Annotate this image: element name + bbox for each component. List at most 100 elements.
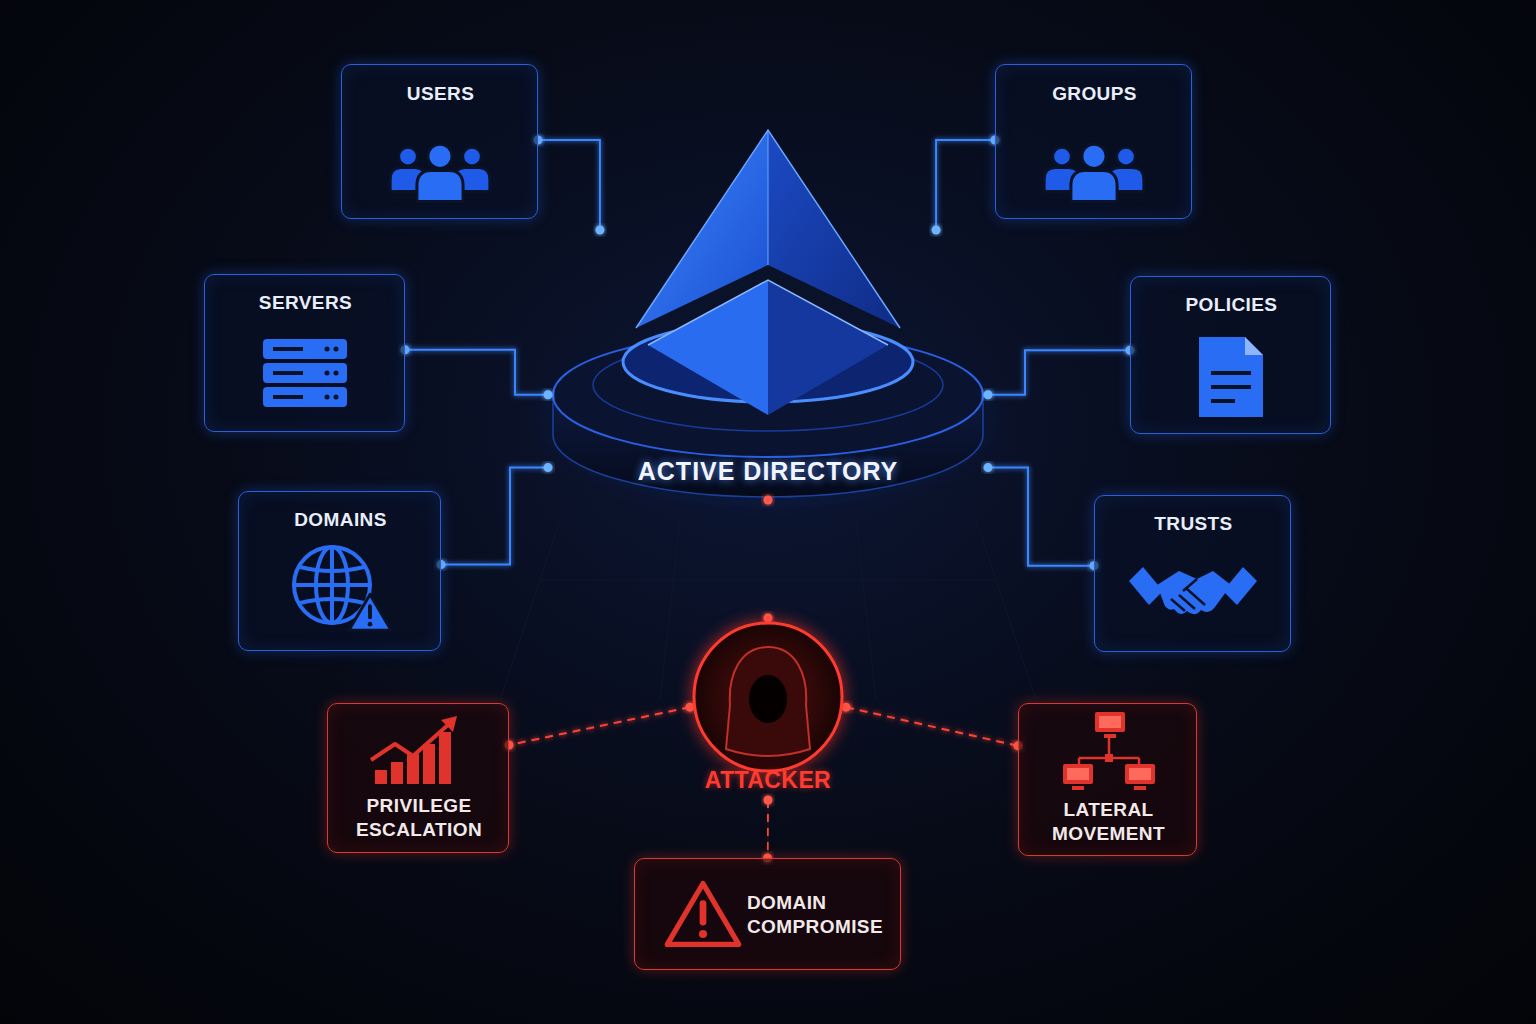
- monitor-icon: [1063, 764, 1093, 784]
- chart-icon: [371, 716, 457, 784]
- trend-arrowhead: [441, 716, 457, 732]
- connector-dot: [764, 496, 773, 505]
- dashed-connector: [509, 707, 690, 745]
- server-led: [334, 371, 339, 376]
- hooded-figure: [718, 647, 818, 777]
- connector-line: [936, 140, 995, 230]
- node-label: DOMAINS: [247, 508, 434, 532]
- pyramid-edge: [636, 130, 900, 328]
- dashed-connector: [846, 707, 1018, 746]
- pyramid-edge: [648, 280, 888, 345]
- directory-link: [401, 345, 553, 399]
- users-icon: [390, 144, 490, 201]
- hands-icon: [1129, 567, 1257, 614]
- warning-triangle: [667, 884, 738, 945]
- node-label: POLICIES: [1139, 293, 1324, 317]
- warn-icon: [667, 884, 738, 945]
- net-icon: [1063, 712, 1155, 790]
- person-icon-head: [428, 144, 452, 168]
- node-label: ATTACKER: [698, 768, 838, 792]
- directory-link: [534, 135, 605, 234]
- chart-bar: [407, 754, 419, 784]
- figure-face: [749, 675, 787, 723]
- directory-link: [984, 463, 1099, 570]
- node-label: SERVERS: [213, 291, 398, 315]
- pyramid-face: [768, 280, 888, 415]
- server-led: [334, 395, 339, 400]
- connector-dot: [544, 463, 553, 472]
- node-label: USERS: [350, 82, 531, 106]
- policy-icon: [1199, 337, 1263, 417]
- connector-dot: [764, 614, 773, 623]
- directory-object-box: SERVERS: [204, 274, 405, 432]
- connector-line: [988, 350, 1130, 394]
- monitor-icon: [1095, 712, 1125, 732]
- server-slot: [273, 395, 303, 399]
- node-label: DOMAIN COMPROMISE: [747, 891, 887, 939]
- document-line: [1211, 371, 1251, 375]
- attack-path: [764, 496, 773, 623]
- connector-dot: [544, 390, 553, 399]
- connector-dot: [595, 226, 604, 235]
- directory-object-box: DOMAINS: [238, 491, 441, 651]
- exclamation-dot: [699, 930, 707, 938]
- pyramid-face: [648, 280, 768, 415]
- server-unit: [263, 339, 347, 359]
- directory-link: [437, 463, 553, 569]
- warning-triangle: [349, 594, 391, 630]
- grid-line: [660, 520, 680, 700]
- attack-path: [763, 796, 773, 863]
- exclamation-dot: [368, 622, 373, 627]
- hub-label: ACTIVE DIRECTORY: [556, 456, 980, 486]
- exclamation-bar: [368, 604, 372, 619]
- document-line: [1211, 385, 1251, 389]
- connector-line: [988, 468, 1094, 566]
- directory-object-box: USERS: [341, 64, 538, 219]
- monitor-icon: [1125, 764, 1155, 784]
- handshake-hands: [1157, 571, 1231, 614]
- server-slot: [273, 371, 303, 375]
- directory-object-box: POLICIES: [1130, 276, 1331, 434]
- attacker-node: ATTACKER: [690, 618, 846, 800]
- grid-line: [856, 520, 876, 700]
- globe-parallel: [294, 583, 370, 587]
- connector-dot: [984, 390, 993, 399]
- chart-bar: [423, 744, 435, 784]
- figure-hood: [726, 647, 810, 756]
- server-slot: [273, 347, 303, 351]
- person-icon: [417, 171, 463, 202]
- directory-link: [932, 135, 1000, 234]
- monitor-stand: [1072, 786, 1084, 790]
- grid-line: [540, 580, 996, 581]
- document-line: [1211, 399, 1235, 403]
- attack-path: [842, 703, 1023, 751]
- ad-pyramid: [636, 130, 900, 415]
- connector-line: [405, 350, 548, 395]
- server-led: [325, 395, 330, 400]
- servers-icon: [263, 339, 347, 407]
- person-icon-head: [399, 147, 418, 166]
- dashed-connector: [767, 800, 770, 858]
- connector-dot: [932, 226, 941, 235]
- connector-line: [538, 140, 600, 230]
- monitor-stand: [1134, 786, 1146, 790]
- attacker-circle: [694, 623, 842, 771]
- directory-hub: ACTIVE DIRECTORY: [548, 230, 988, 500]
- attack-stage-box: LATERAL MOVEMENT: [1018, 703, 1197, 856]
- attack-stage-box: PRIVILEGE ESCALATION: [327, 703, 509, 853]
- node-label: TRUSTS: [1103, 512, 1284, 536]
- node-label: PRIVILEGE ESCALATION: [344, 794, 494, 842]
- users-icon: [1044, 144, 1144, 201]
- chart-bar: [375, 770, 387, 784]
- handshake-fingers: [1171, 579, 1205, 611]
- document-fold: [1245, 337, 1263, 355]
- monitor-screen: [1067, 768, 1089, 780]
- directory-object-box: GROUPS: [995, 64, 1192, 219]
- pyramid-edge: [768, 130, 769, 265]
- connector-dot: [764, 796, 773, 805]
- monitor-stand: [1104, 734, 1116, 738]
- monitor-screen: [1129, 768, 1151, 780]
- network-hub: [1105, 754, 1113, 762]
- person-icon-head: [1117, 147, 1136, 166]
- chart-bar: [439, 732, 451, 784]
